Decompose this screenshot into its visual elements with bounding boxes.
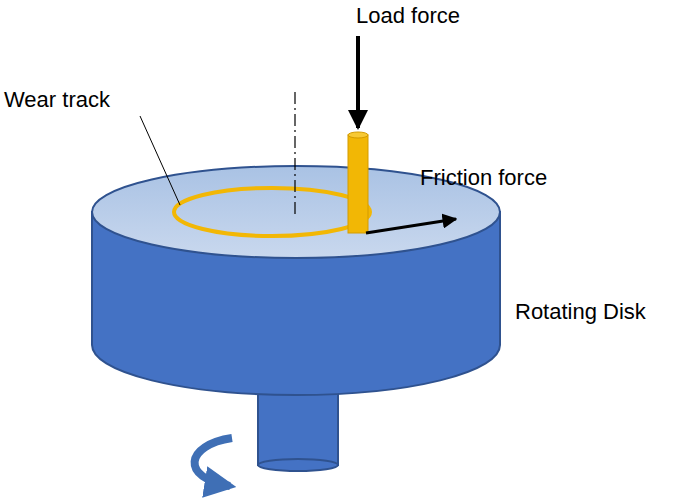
part-label: Wear track [4,88,110,112]
friction-arrow [366,219,456,233]
load-arrow [356,36,360,128]
rotation-axis [294,92,295,216]
part-label: Load force [356,4,460,28]
rotation-arrow [195,438,232,486]
wear-track [174,188,370,236]
part-label: Rotating Disk [515,300,646,324]
pin [348,132,368,233]
disk-shaft [258,385,338,471]
rotating-disk [92,166,500,395]
part-label: Friction force [420,166,547,190]
leader-line [140,116,180,205]
